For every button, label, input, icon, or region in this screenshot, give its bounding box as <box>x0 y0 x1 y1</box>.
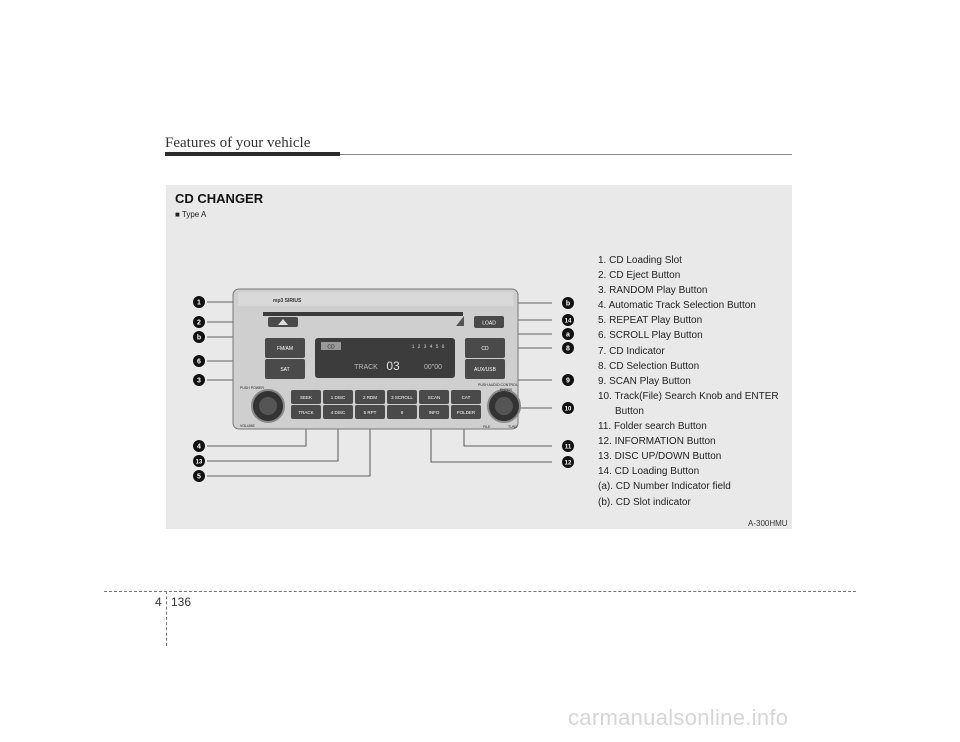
svg-text:12: 12 <box>565 461 572 467</box>
callout-circles-right <box>562 297 574 468</box>
legend-item: 7. CD Indicator <box>598 345 665 357</box>
legend-item: 14. CD Loading Button <box>598 466 700 478</box>
legend-item: (a). CD Number Indicator field <box>598 481 731 493</box>
figure-code: A-300HMU <box>748 519 788 528</box>
svg-text:4: 4 <box>197 444 201 451</box>
chapter-number: 4 <box>155 595 162 609</box>
legend-item: 10. Track(File) Search Knob and ENTER <box>598 390 779 402</box>
svg-text:a: a <box>566 332 570 339</box>
svg-text:FM/AM: FM/AM <box>277 346 293 352</box>
svg-text:3: 3 <box>197 378 201 385</box>
legend-item: 11. Folder search Button <box>598 421 707 433</box>
svg-text:b: b <box>566 301 570 308</box>
svg-text:CD: CD <box>481 346 489 352</box>
legend-item: 12. INFORMATION Button <box>598 436 716 448</box>
svg-text:FOLDER: FOLDER <box>457 410 476 415</box>
svg-text:2: 2 <box>197 320 201 327</box>
header-rule-thin <box>340 154 792 155</box>
svg-text:CAT: CAT <box>462 395 471 400</box>
svg-text:10: 10 <box>565 407 572 413</box>
svg-text:8: 8 <box>566 346 570 353</box>
radio-illustration: 1 2 b 6 3 4 13 5 b 14 a 8 9 10 11 12 mp3… <box>193 288 574 482</box>
section-title: CD CHANGER <box>175 191 264 206</box>
legend-item: 3. RANDOM Play Button <box>598 285 708 297</box>
svg-text:SAT: SAT <box>280 367 289 373</box>
legend-item: 6. SCROLL Play Button <box>598 330 703 342</box>
svg-text:AUX/USB: AUX/USB <box>474 367 497 373</box>
legend-item: 8. CD Selection Button <box>598 360 700 372</box>
svg-text:5: 5 <box>197 474 201 481</box>
svg-text:6: 6 <box>197 359 201 366</box>
svg-text:5 RPT: 5 RPT <box>364 410 377 415</box>
page-number: 136 <box>171 595 192 609</box>
svg-text:13: 13 <box>196 460 203 466</box>
svg-text:FILE: FILE <box>483 425 491 429</box>
svg-text:TRACK: TRACK <box>354 364 378 371</box>
callout-circles-left <box>193 296 205 482</box>
legend-list: 1. CD Loading Slot 2. CD Eject Button 3.… <box>598 253 779 510</box>
legend-item: 2. CD Eject Button <box>598 270 681 282</box>
legend-item: 5. REPEAT Play Button <box>598 315 703 327</box>
footer-vertical-rule <box>166 591 167 646</box>
svg-text:b: b <box>197 335 201 342</box>
svg-text:CD: CD <box>327 345 335 351</box>
svg-text:4 DISC: 4 DISC <box>331 410 346 415</box>
svg-text:14: 14 <box>565 319 572 325</box>
svg-text:9: 9 <box>566 378 570 385</box>
svg-text:SCAN: SCAN <box>428 395 441 400</box>
legend-item: 13. DISC UP/DOWN Button <box>598 451 722 463</box>
section-subtitle: ■ Type A <box>175 210 207 219</box>
svg-text:2 RDM: 2 RDM <box>363 395 377 400</box>
svg-text:3 SCROLL: 3 SCROLL <box>391 395 413 400</box>
svg-text:1 2 3 4 5 6: 1 2 3 4 5 6 <box>411 344 444 350</box>
legend-item: (b). CD Slot indicator <box>598 496 691 508</box>
watermark: carmanualsonline.info <box>568 705 789 730</box>
svg-text:ENTER: ENTER <box>500 388 512 392</box>
svg-text:VOLUME: VOLUME <box>240 424 255 428</box>
legend-item: Button <box>615 405 644 417</box>
legend-item: 9. SCAN Play Button <box>598 375 691 387</box>
svg-text:PUSH POWER: PUSH POWER <box>240 386 264 390</box>
svg-text:1: 1 <box>197 300 201 307</box>
legend-item: 4. Automatic Track Selection Button <box>598 300 756 312</box>
svg-text:00"00: 00"00 <box>424 364 442 371</box>
svg-text:03: 03 <box>386 359 400 373</box>
svg-text:6: 6 <box>401 410 404 415</box>
svg-text:TRACK: TRACK <box>298 410 313 415</box>
svg-text:1 DISC: 1 DISC <box>331 395 346 400</box>
svg-text:INFO: INFO <box>429 410 440 415</box>
svg-text:LOAD: LOAD <box>482 321 496 327</box>
legend-item: 1. CD Loading Slot <box>598 255 682 266</box>
svg-text:SEEK: SEEK <box>300 395 312 400</box>
header-rule <box>165 152 340 156</box>
svg-text:mp3 SIRIUS: mp3 SIRIUS <box>273 298 302 304</box>
svg-text:PUSH AUDIO CONTROL: PUSH AUDIO CONTROL <box>478 383 518 387</box>
svg-text:11: 11 <box>565 445 572 451</box>
header-title: Features of your vehicle <box>165 135 311 151</box>
footer-rule <box>104 591 856 592</box>
svg-text:TUNE: TUNE <box>508 425 518 429</box>
